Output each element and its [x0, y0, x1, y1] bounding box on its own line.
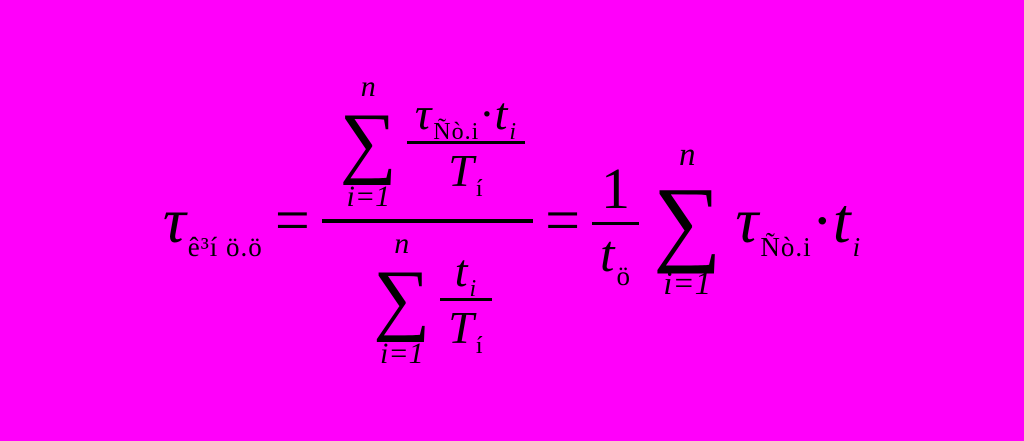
sum-upper-limit: n — [360, 69, 376, 103]
numerator-summation: n ∑ i=1 — [340, 70, 397, 215]
main-fraction-bar — [321, 218, 534, 223]
inner-top-denominator: T í — [440, 144, 491, 202]
t-symbol: t — [832, 184, 851, 256]
fraction-bar — [406, 140, 526, 144]
coefficient-fraction: 1 t ö — [592, 156, 639, 290]
tau-symbol: τ — [414, 87, 432, 139]
multiplication-dot: · — [811, 184, 833, 256]
tau-symbol: τ — [735, 184, 759, 256]
coef-numerator: 1 — [593, 156, 638, 222]
t-subscript: i — [469, 275, 478, 302]
coef-denominator: t ö — [592, 225, 639, 290]
t-symbol: t — [494, 87, 508, 139]
main-numerator: n ∑ i=1 τ Ñò.i · t i T í — [322, 66, 533, 219]
T-subscript: í — [475, 332, 484, 359]
t-subscript: ö — [616, 261, 631, 291]
T-symbol: T — [448, 301, 474, 353]
sum-upper-limit: n — [678, 136, 696, 173]
sigma-icon: ∑ — [652, 166, 722, 274]
sum-lower-limit: i=1 — [663, 266, 712, 303]
T-symbol: T — [448, 144, 474, 196]
main-fraction: n ∑ i=1 τ Ñò.i · t i T í — [321, 66, 534, 376]
sigma-icon: ∑ — [339, 98, 397, 186]
multiplication-dot: · — [479, 87, 495, 139]
t-symbol: t — [600, 226, 615, 283]
inner-fraction-top: τ Ñò.i · t i T í — [406, 87, 526, 202]
equals-sign-2: = — [545, 186, 581, 255]
inner-bottom-numerator: t i — [447, 244, 485, 302]
inner-fraction-bottom: t i T í — [440, 244, 492, 359]
inner-top-numerator: τ Ñò.i · t i — [407, 87, 525, 145]
main-denominator: n ∑ i=1 t i T í — [355, 223, 499, 376]
fraction-bar — [592, 222, 639, 225]
denominator-summation: n ∑ i=1 — [373, 227, 430, 372]
tau-subscript: Ñò.i — [433, 118, 480, 145]
fraction-bar — [440, 297, 492, 301]
t-subscript: i — [509, 118, 518, 145]
sum-lower-limit: i=1 — [379, 337, 424, 370]
numerator-one: 1 — [601, 156, 630, 221]
tau-subscript: ê³í ö.ö — [187, 231, 263, 262]
T-subscript: í — [475, 175, 484, 202]
inner-bottom-denominator: T í — [440, 301, 491, 359]
lhs-term: τ ê³í ö.ö — [162, 184, 263, 260]
sum-lower-limit: i=1 — [346, 180, 391, 213]
sum-upper-limit: n — [394, 226, 410, 260]
equals-sign-1: = — [274, 186, 310, 255]
rhs-summation: n ∑ i=1 — [653, 137, 721, 304]
rhs-term: τ Ñò.i · t i — [735, 184, 861, 260]
equation: τ ê³í ö.ö = n ∑ i=1 τ Ñò.i · t — [163, 66, 861, 376]
sigma-icon: ∑ — [373, 255, 431, 343]
tau-symbol: τ — [162, 184, 186, 256]
t-symbol: t — [454, 244, 468, 296]
tau-subscript: Ñò.i — [760, 231, 812, 262]
t-subscript: i — [852, 231, 862, 262]
